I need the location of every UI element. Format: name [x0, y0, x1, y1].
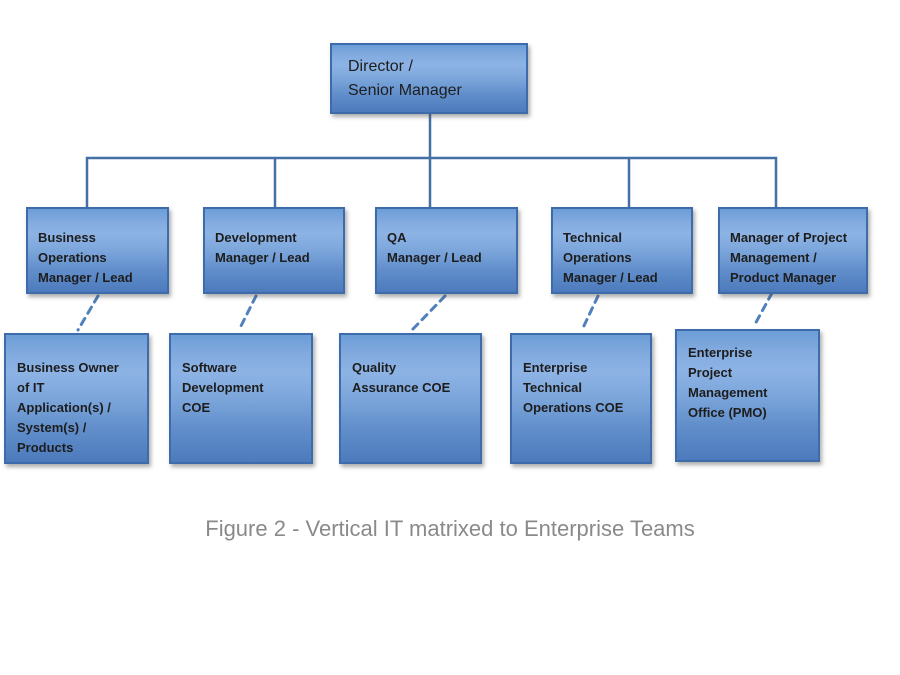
node-project-management-manager: Manager of Project Management / Product … [718, 207, 868, 294]
bus-line [85, 156, 778, 210]
node-software-development-coe: Software Development COE [169, 333, 313, 464]
dashed-link-business [76, 294, 100, 332]
node-director: Director / Senior Manager [330, 43, 528, 114]
solid-connectors [85, 112, 778, 210]
node-business-operations-manager: Business Operations Manager / Lead [26, 207, 169, 294]
node-development-manager: Development Manager / Lead [203, 207, 345, 294]
dashed-connectors [76, 291, 774, 332]
dashed-link-development [237, 294, 258, 332]
node-qa-manager: QA Manager / Lead [375, 207, 518, 294]
figure-caption: Figure 2 - Vertical IT matrixed to Enter… [205, 516, 695, 541]
dashed-link-technical-ops [580, 294, 600, 332]
node-technical-operations-manager: Technical Operations Manager / Lead [551, 207, 693, 294]
node-quality-assurance-coe: Quality Assurance COE [339, 333, 482, 464]
dashed-link-qa [410, 294, 447, 332]
node-business-owner: Business Owner of IT Application(s) / Sy… [4, 333, 149, 464]
dashed-link-pmo [752, 291, 774, 328]
node-enterprise-technical-operations-coe: Enterprise Technical Operations COE [510, 333, 652, 464]
node-enterprise-pmo: Enterprise Project Management Office (PM… [675, 329, 820, 462]
